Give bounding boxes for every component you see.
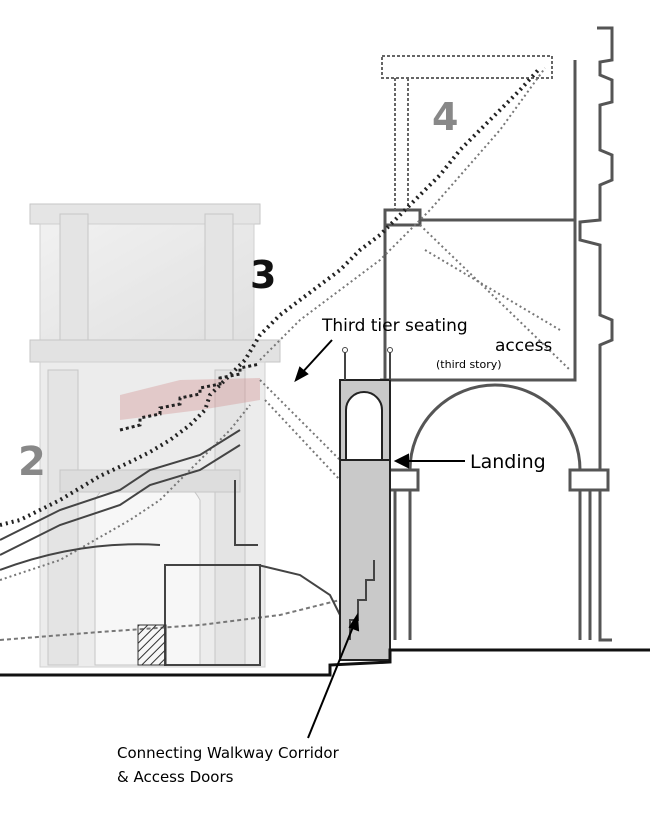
third-tier-label-line2: access [495,336,552,356]
annotation-arrows [294,339,465,739]
landing-label: Landing [470,451,546,473]
tier-4-box [381,55,553,210]
tier-3-number: 3 [250,253,276,297]
corridor-label-line1: Connecting Walkway Corridor [117,744,340,762]
third-story-note: (third story) [436,358,502,371]
arch-facade [29,203,281,668]
dark-stair-profile [119,362,261,432]
corridor-label-line2: & Access Doors [117,768,234,786]
third-tier-label-line1: Third tier seating [321,316,468,336]
corridor-well [339,347,393,661]
inner-block [164,480,341,666]
stair-paths [0,66,571,641]
tier-4-number: 4 [432,95,458,139]
hatched-pier [137,624,167,666]
outer-wall [380,26,614,642]
tier-2-number: 2 [18,439,46,485]
stair-highlight [120,378,260,420]
right-arch [378,383,610,640]
lower-stair [0,429,241,571]
ground-line [0,648,650,677]
